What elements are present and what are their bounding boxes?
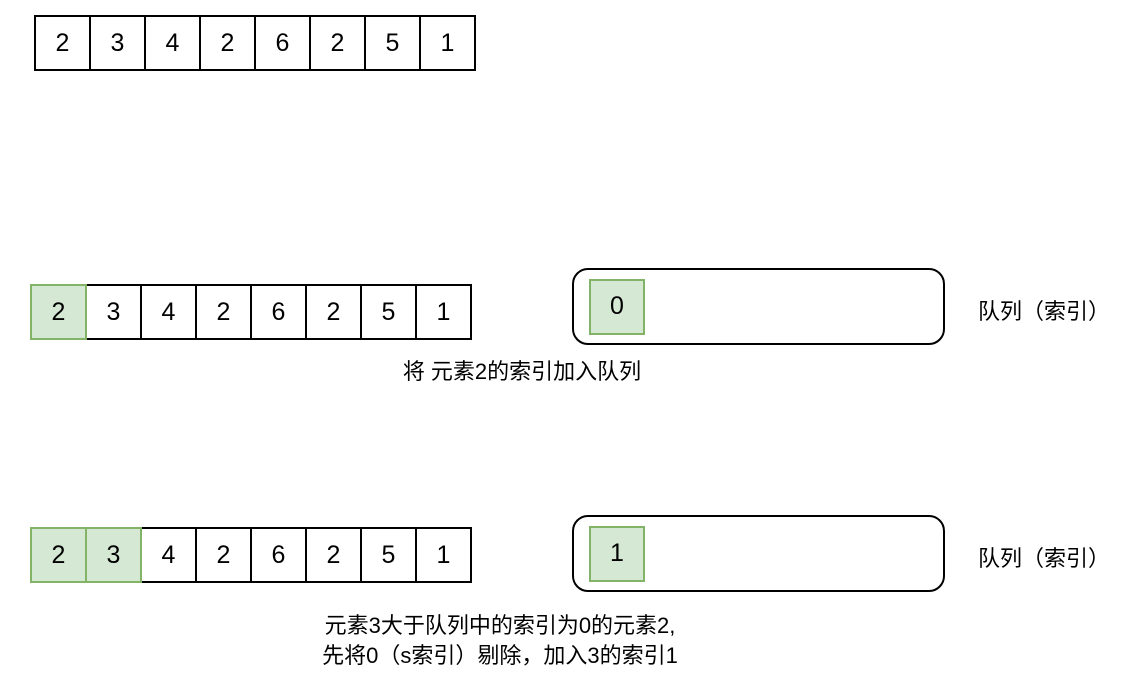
array-cell: 5 [360,284,417,340]
queue-box-step1: 0 [572,268,945,345]
array-cell: 4 [140,284,197,340]
array-cell: 2 [305,527,362,583]
caption-step2: 元素3大于队列中的索引为0的元素2, 先将0（s索引）剔除，加入3的索引1 [140,611,860,671]
queue-label-step2: 队列（索引） [978,546,1111,571]
queue-label-step1: 队列（索引） [978,299,1111,324]
array-cell: 2 [309,15,366,71]
array-cell: 2 [195,527,252,583]
array-cell: 3 [89,15,146,71]
array-cell: 4 [144,15,201,71]
array-cell: 3 [85,284,142,340]
array-cell: 6 [250,527,307,583]
caption-step2-line1: 元素3大于队列中的索引为0的元素2, [324,613,676,638]
queue-item: 0 [589,278,645,335]
array-initial: 2 3 4 2 6 2 5 1 [34,15,476,71]
array-cell: 1 [415,284,472,340]
queue-item: 1 [589,525,645,582]
array-cell: 6 [250,284,307,340]
array-cell: 6 [254,15,311,71]
array-cell-highlighted: 2 [30,527,87,583]
array-cell-highlighted: 3 [85,527,142,583]
array-cell: 5 [364,15,421,71]
array-cell: 5 [360,527,417,583]
caption-step2-line2: 先将0（s索引）剔除，加入3的索引1 [322,643,678,668]
array-cell-highlighted: 2 [30,284,87,340]
array-cell: 2 [199,15,256,71]
array-cell: 2 [305,284,362,340]
queue-box-step2: 1 [572,515,945,592]
array-step2: 2 3 4 2 6 2 5 1 [30,527,472,583]
array-cell: 1 [415,527,472,583]
array-cell: 4 [140,527,197,583]
array-cell: 2 [34,15,91,71]
array-cell: 1 [419,15,476,71]
array-cell: 2 [195,284,252,340]
caption-step1: 将 元素2的索引加入队列 [402,359,642,384]
array-step1: 2 3 4 2 6 2 5 1 [30,284,472,340]
